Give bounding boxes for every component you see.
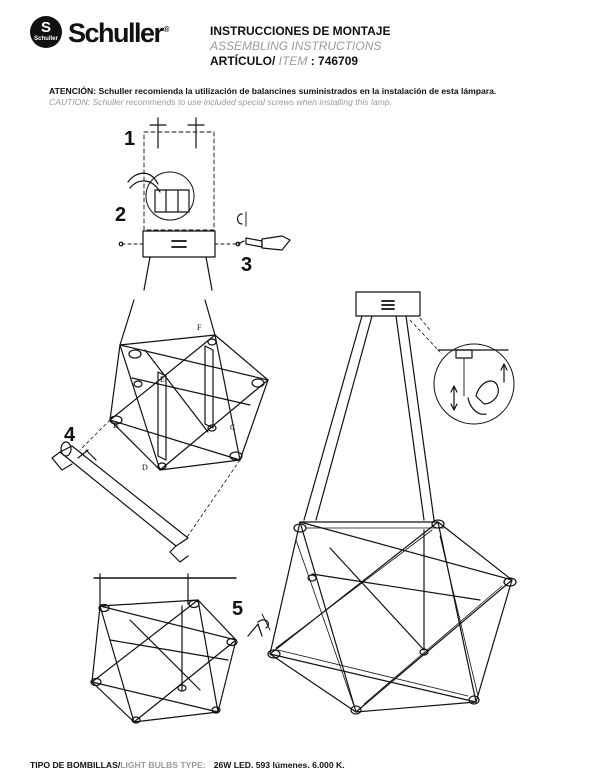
notice-en: CAUTION: Schuller recommends to use incl… xyxy=(49,97,392,107)
logo-badge-text: Schuller xyxy=(34,36,58,42)
canopy-assembly-drawing xyxy=(118,117,291,291)
step5-lamp-drawing xyxy=(90,573,271,724)
article-label-en: ITEM xyxy=(278,54,308,68)
step-number-1: 1 xyxy=(124,128,136,150)
bulb-type-value: 26W LED. 593 lúmenes. 6.000 K. xyxy=(213,760,345,770)
part-label-e: E xyxy=(160,375,165,384)
registered-mark: ® xyxy=(163,25,170,34)
step-number-5: 5 xyxy=(232,598,244,620)
logo-badge: S Schuller xyxy=(30,16,62,48)
brand-logo: S Schuller Schuller® xyxy=(30,16,200,56)
part-label-d: D xyxy=(142,463,148,472)
article-separator: : xyxy=(310,54,315,68)
logo-wordmark: Schuller® xyxy=(68,18,170,49)
brand-name: Schuller xyxy=(68,18,164,48)
part-labels: F E D C B xyxy=(113,323,235,472)
caution-notice: ATENCIÓN: Schuller recomienda la utiliza… xyxy=(49,86,569,108)
finished-lamp-drawing xyxy=(267,291,517,715)
step-number-2: 2 xyxy=(115,204,127,226)
title-block: INSTRUCCIONES DE MONTAJE ASSEMBLING INST… xyxy=(210,24,480,68)
step-number-3: 3 xyxy=(241,254,253,276)
article-line: ARTÍCULO/ ITEM : 746709 xyxy=(210,54,480,68)
part-label-b: B xyxy=(113,421,118,430)
title-es: INSTRUCCIONES DE MONTAJE xyxy=(210,24,391,38)
part-label-c: C xyxy=(230,423,235,432)
tube-insertion-drawing xyxy=(51,299,269,563)
bulb-type-label-en: LIGHT BULBS TYPE: xyxy=(120,760,206,770)
article-number: 746709 xyxy=(318,54,359,68)
bulb-type-label-es: TIPO DE BOMBILLAS/ xyxy=(30,760,121,770)
bulb-type-footer: TIPO DE BOMBILLAS/LIGHT BULBS TYPE: 26W L… xyxy=(30,760,345,770)
part-label-f: F xyxy=(197,323,202,332)
title-en: ASSEMBLING INSTRUCTIONS xyxy=(210,39,382,53)
logo-badge-letter: S xyxy=(40,19,51,36)
step-number-4: 4 xyxy=(64,424,76,446)
notice-es: ATENCIÓN: Schuller recomienda la utiliza… xyxy=(49,86,497,96)
article-label-es: ARTÍCULO/ xyxy=(210,54,276,68)
